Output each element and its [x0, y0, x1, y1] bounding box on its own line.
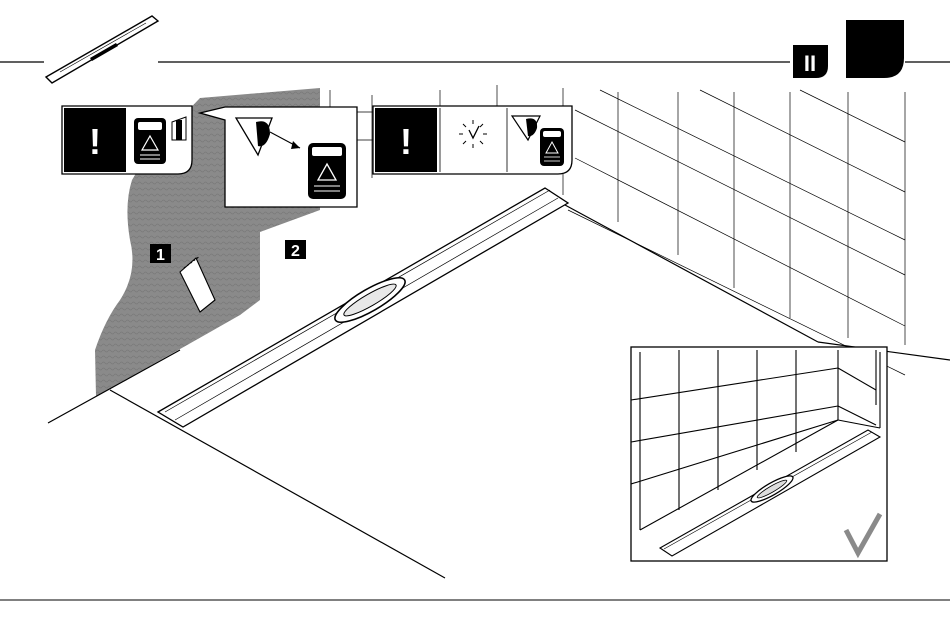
adhesive-can-icon — [540, 128, 564, 166]
section-label: II — [804, 51, 816, 76]
warning-icon-2: ! — [400, 121, 412, 162]
warning-panel-1: ! — [62, 106, 192, 174]
warning-panel-2: ! — [373, 106, 572, 174]
adhesive-can-icon — [308, 143, 346, 199]
chapter-tab — [846, 20, 904, 78]
result-inset — [631, 347, 887, 561]
step-marker-1: 1 — [150, 244, 171, 264]
drain-channel-icon — [46, 16, 158, 83]
adhesive-can-icon — [134, 118, 166, 164]
section-badge: II — [793, 20, 904, 78]
step-number-1: 1 — [156, 247, 165, 264]
step-marker-2: 2 — [285, 240, 306, 260]
warning-icon-1: ! — [89, 121, 101, 162]
step-number-2: 2 — [291, 243, 300, 260]
